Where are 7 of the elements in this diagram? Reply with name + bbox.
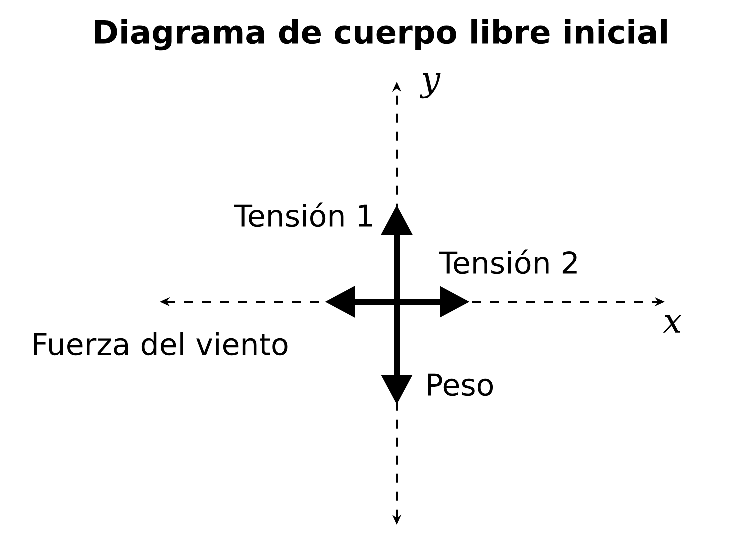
axis-label: y [420, 73, 441, 99]
title: Diagrama de cuerpo libre inicial [95, 19, 667, 51]
force-label: Tensión 1 [234, 202, 372, 228]
axis-label: x [663, 315, 682, 333]
force-label: Peso [428, 374, 494, 396]
force-label: Fuerza del viento [34, 332, 288, 356]
force-label: Tensión 2 [439, 250, 577, 274]
